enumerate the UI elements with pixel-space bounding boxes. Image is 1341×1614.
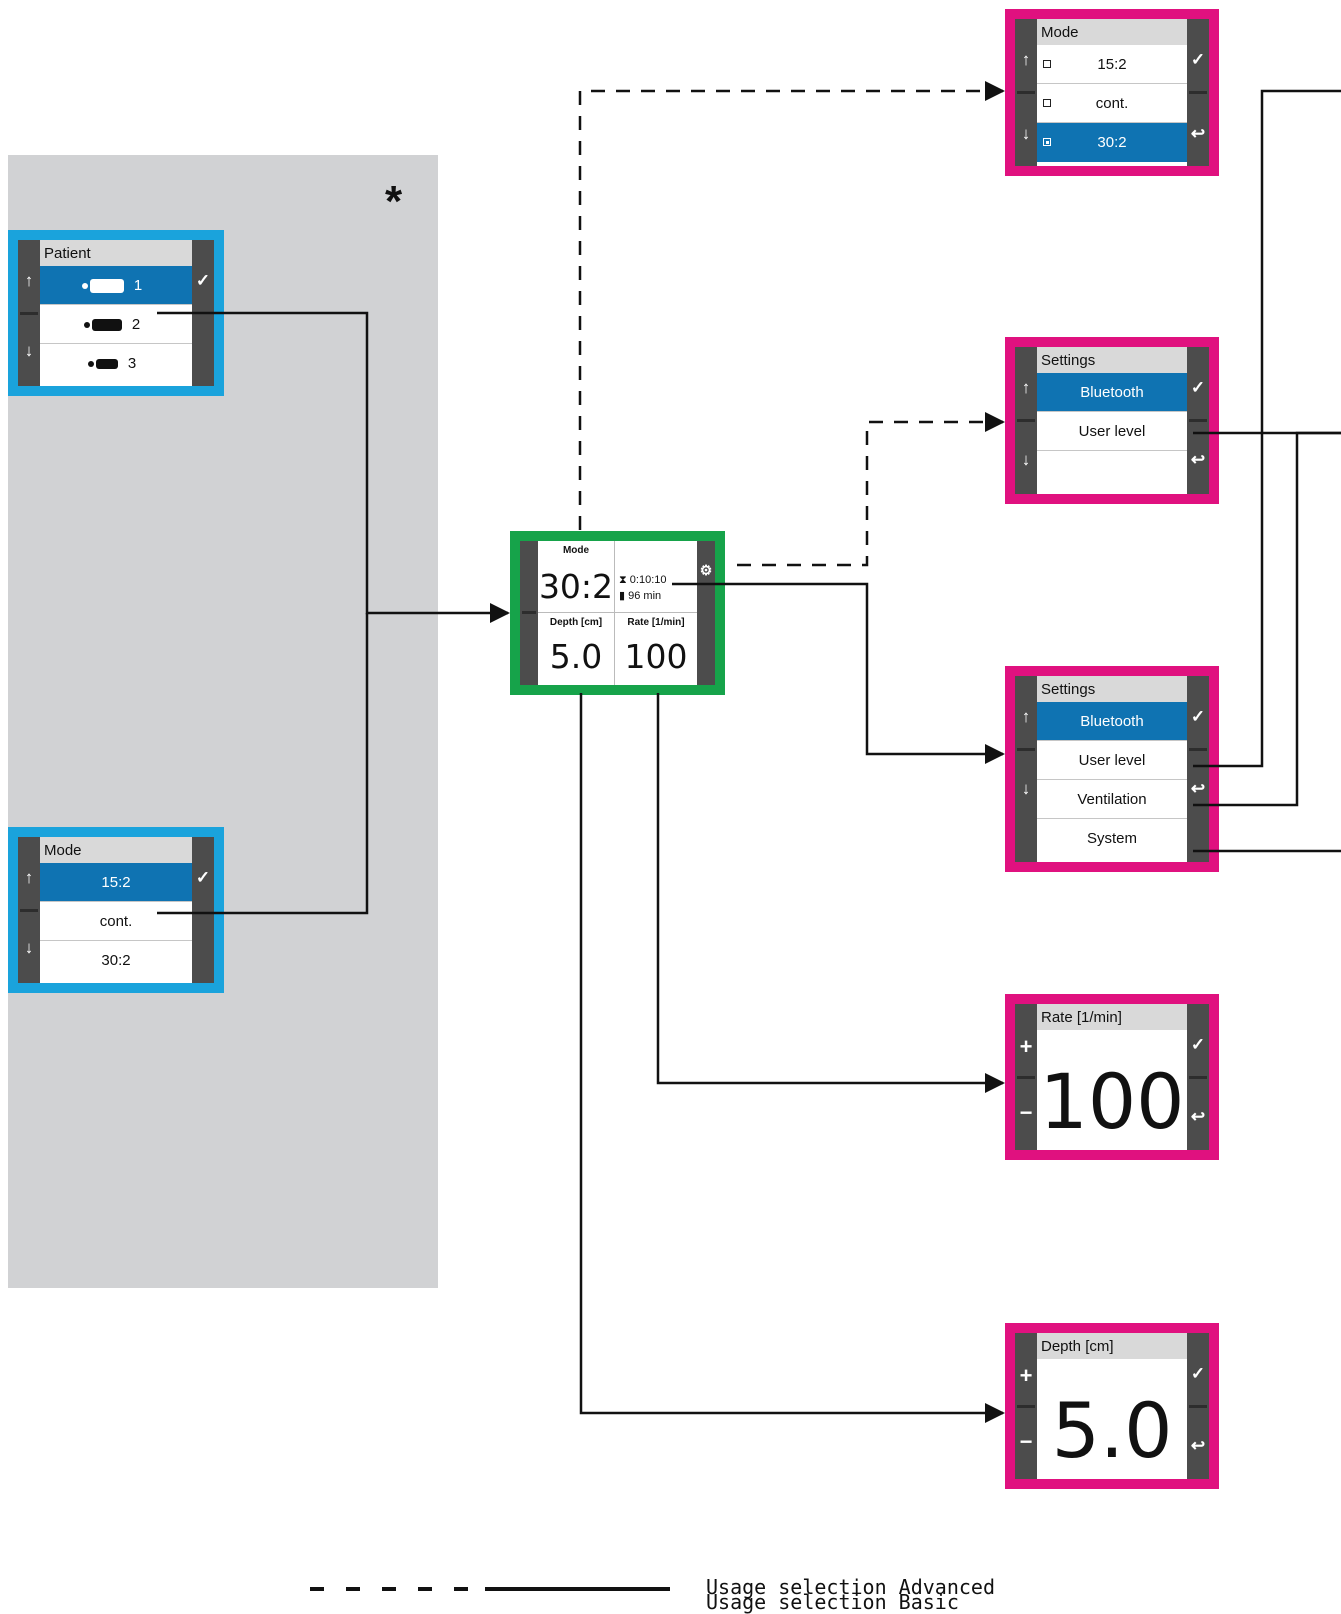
settings-menu-basic-screen: ↑ ↓ Settings Bluetooth User level ✓ ↩ [1005, 337, 1219, 504]
arrow-up-icon[interactable]: ↑ [1021, 707, 1031, 726]
settings-option-user-level[interactable]: User level [1037, 741, 1187, 780]
settings-option-bluetooth[interactable]: Bluetooth [1037, 702, 1187, 741]
plus-icon[interactable]: + [1019, 1034, 1033, 1059]
minus-icon[interactable]: − [1019, 1429, 1033, 1454]
check-icon[interactable]: ✓ [1190, 1035, 1206, 1054]
check-icon[interactable]: ✓ [1190, 378, 1206, 397]
depth-adjust-screen: + − Depth [cm] 5.0 ✓ ↩ [1005, 1323, 1219, 1489]
connector-main-to-mode-advanced [578, 81, 1005, 530]
depth-value: 5.0 [1051, 1386, 1173, 1475]
patient-option-2[interactable]: 2 [40, 305, 192, 344]
back-icon[interactable]: ↩ [1190, 1107, 1206, 1126]
settings-option-user-level[interactable]: User level [1037, 412, 1187, 451]
arrow-up-icon[interactable]: ↑ [24, 271, 34, 290]
check-icon[interactable]: ✓ [195, 868, 211, 887]
battery-readout: ▮ 96 min [619, 590, 662, 602]
checkbox-icon [1043, 60, 1051, 68]
mode-cell[interactable]: Mode 30:2 [538, 541, 615, 613]
arrow-up-icon[interactable]: ↑ [1021, 50, 1031, 69]
arrow-up-icon[interactable]: ↑ [1021, 378, 1031, 397]
check-icon[interactable]: ✓ [1190, 707, 1206, 726]
menu-title: Mode [40, 837, 192, 863]
infant-patient-icon [87, 359, 118, 370]
rate-value: 100 [1039, 1057, 1185, 1146]
mode-option-30-2[interactable]: 30:2 [1037, 123, 1187, 162]
checkbox-checked-icon [1043, 138, 1051, 146]
checkbox-icon [1043, 99, 1051, 107]
screen-title: Depth [cm] [1037, 1333, 1187, 1359]
timer-readout: ⧗ 0:10:10 [619, 574, 667, 586]
back-icon[interactable]: ↩ [1190, 1436, 1206, 1455]
mode-option-15-2[interactable]: 15:2 [1037, 45, 1187, 84]
mode-option-cont[interactable]: cont. [1037, 84, 1187, 123]
mode-menu-basic-screen: ↑ ↓ Mode 15:2 cont. 30:2 ✓ [8, 827, 224, 993]
patient-option-3[interactable]: 3 [40, 344, 192, 383]
back-icon[interactable]: ↩ [1190, 124, 1206, 143]
rate-adjust-screen: + − Rate [1/min] 100 ✓ ↩ [1005, 994, 1219, 1160]
arrow-down-icon[interactable]: ↓ [1021, 450, 1031, 469]
menu-title: Mode [1037, 19, 1187, 45]
menu-title: Patient [40, 240, 192, 266]
connector-patient-to-main [157, 311, 510, 623]
back-icon[interactable]: ↩ [1190, 450, 1206, 469]
status-cell: ⧗ 0:10:10 ▮ 96 min [615, 541, 697, 613]
back-icon[interactable]: ↩ [1190, 779, 1206, 798]
mode-menu-advanced-screen: ↑ ↓ Mode 15:2 cont. 30:2 ✓ ↩ [1005, 9, 1219, 176]
connector-user-level-advanced [1193, 89, 1341, 768]
arrow-down-icon[interactable]: ↓ [1021, 779, 1031, 798]
settings-menu-advanced-screen: ↑ ↓ Settings Bluetooth User level Ventil… [1005, 666, 1219, 872]
battery-icon: ▮ [619, 590, 626, 602]
connector-main-to-settings-advanced [672, 582, 1005, 764]
settings-icon[interactable]: ⚙ [699, 562, 713, 578]
menu-title: Settings [1037, 676, 1187, 702]
settings-option-ventilation[interactable]: Ventilation [1037, 780, 1187, 819]
asterisk-marker: * [385, 177, 403, 226]
connector-mode-to-main [157, 613, 369, 915]
arrow-up-icon[interactable]: ↑ [24, 868, 34, 887]
mode-option-cont[interactable]: cont. [40, 902, 192, 941]
main-cpr-screen: Mode 30:2 ⧗ 0:10:10 ▮ 96 min Depth [cm] … [510, 531, 725, 695]
menu-title: Settings [1037, 347, 1187, 373]
mode-option-15-2[interactable]: 15:2 [40, 863, 192, 902]
arrow-down-icon[interactable]: ↓ [24, 938, 34, 957]
screen-title: Rate [1/min] [1037, 1004, 1187, 1030]
child-patient-icon [83, 319, 122, 332]
depth-cell[interactable]: Depth [cm] 5.0 [538, 613, 615, 685]
check-icon[interactable]: ✓ [1190, 1364, 1206, 1383]
legend-basic-label: Usage selection Basic [706, 1590, 959, 1614]
patient-option-1[interactable]: 1 [40, 266, 192, 305]
connector-main-to-depth [579, 693, 1005, 1423]
settings-option-system[interactable]: System [1086, 830, 1137, 847]
check-icon[interactable]: ✓ [195, 271, 211, 290]
connector-main-to-settings-basic [737, 412, 1005, 567]
adult-patient-icon [81, 279, 124, 294]
rate-cell[interactable]: Rate [1/min] 100 [624, 617, 688, 676]
connector-main-to-rate [656, 693, 1005, 1093]
settings-option-bluetooth[interactable]: Bluetooth [1037, 373, 1187, 412]
plus-icon[interactable]: + [1019, 1363, 1033, 1388]
arrow-down-icon[interactable]: ↓ [24, 341, 34, 360]
arrow-down-icon[interactable]: ↓ [1021, 124, 1031, 143]
hourglass-icon: ⧗ [619, 574, 627, 586]
connector-ventilation [1193, 431, 1341, 807]
minus-icon[interactable]: − [1019, 1100, 1033, 1125]
legend-advanced-label: Usage selection Advanced [706, 1575, 995, 1599]
mode-option-30-2[interactable]: 30:2 [101, 952, 131, 969]
check-icon[interactable]: ✓ [1190, 50, 1206, 69]
